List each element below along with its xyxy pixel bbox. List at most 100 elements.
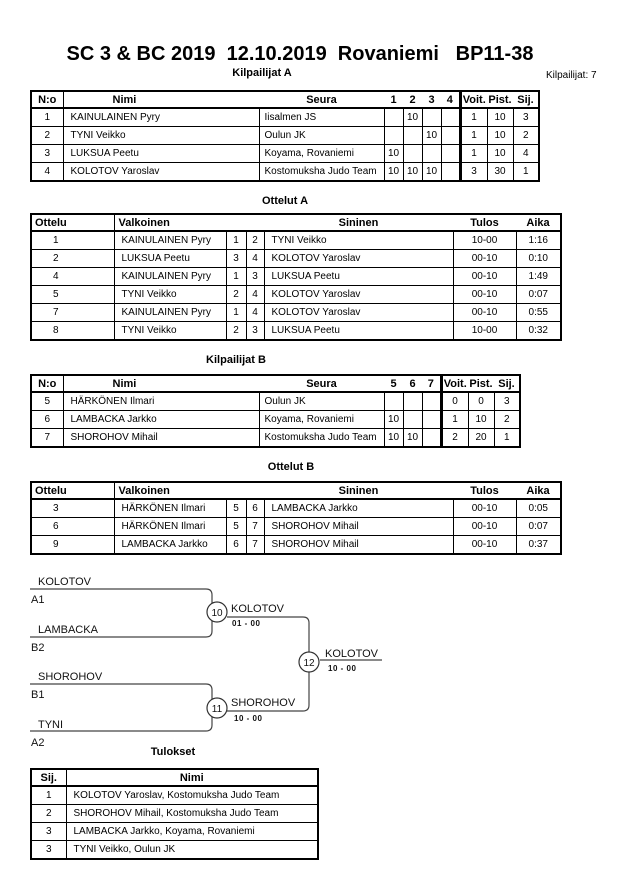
table-row: 4 KOLOTOV Yaroslav Kostomuksha Judo Team…	[30, 162, 540, 182]
cell-name: SHOROHOV Mihail	[62, 428, 260, 448]
cell-white-name: HÄRKÖNEN Ilmari	[113, 498, 227, 518]
cell-score-5: 10	[383, 428, 404, 448]
cell-time: 0:07	[515, 517, 562, 536]
match-12-score: 10 - 00	[328, 664, 356, 673]
match-11-score: 10 - 00	[234, 714, 262, 723]
cell-place: 4	[512, 144, 540, 163]
cell-match-no: 5	[30, 285, 115, 304]
table-header-row: Sij. Nimi	[31, 769, 318, 787]
cell-white-number: 1	[225, 303, 247, 322]
cell-match-no: 3	[30, 498, 115, 518]
col-header-no: N:o	[31, 375, 64, 393]
cell-result: 10-00	[452, 230, 517, 250]
final-results-table: Sij. Nimi 1 KOLOTOV Yaroslav, Kostomuksh…	[30, 768, 319, 860]
cell-time: 0:05	[515, 498, 562, 518]
cell-result: 00-10	[452, 267, 517, 286]
bracket-entrant-bottom-1: LAMBACKA	[38, 624, 99, 636]
col-header-match: Ottelu	[31, 482, 115, 500]
cell-match-no: 7	[30, 303, 115, 322]
cell-club: Iisalmen JS	[258, 107, 385, 127]
cell-name: LAMBACKA Jarkko	[62, 410, 260, 429]
col-header-round-5: 5	[384, 375, 403, 393]
cell-white-number: 2	[225, 285, 247, 304]
cell-time: 0:07	[515, 285, 562, 304]
cell-points: 10	[486, 107, 514, 127]
cell-place: 3	[493, 391, 521, 411]
cell-score-7	[421, 391, 442, 411]
match-10-circle	[206, 601, 228, 623]
table-row: 5 TYNI Veikko 2 4 KOLOTOV Yaroslav 00-10…	[30, 285, 562, 304]
col-header-round-4: 4	[441, 91, 460, 109]
table-row: 3 LAMBACKA Jarkko, Koyama, Rovaniemi	[30, 822, 319, 841]
table-row: 7 KAINULAINEN Pyry 1 4 KOLOTOV Yaroslav …	[30, 303, 562, 322]
cell-name: KOLOTOV Yaroslav	[62, 162, 260, 182]
cell-wins: 1	[458, 144, 488, 163]
cell-score-2: 10	[402, 162, 423, 182]
cell-score-2	[402, 126, 423, 145]
cell-score-4	[440, 144, 461, 163]
table-row: 2 LUKSUA Peetu 3 4 KOLOTOV Yaroslav 00-1…	[30, 249, 562, 268]
cell-white-number: 3	[225, 249, 247, 268]
cell-wins: 1	[458, 126, 488, 145]
cell-score-3: 10	[421, 126, 442, 145]
matches-b-table: Ottelu Valkoinen Sininen Tulos Aika 3 HÄ…	[30, 481, 562, 555]
match-11-circle	[206, 697, 228, 719]
competitors-b-title: Kilpailijat B	[206, 354, 266, 366]
cell-wins: 3	[458, 162, 488, 182]
cell-score-6	[402, 391, 423, 411]
table-row: 4 KAINULAINEN Pyry 1 3 LUKSUA Peetu 00-1…	[30, 267, 562, 286]
cell-white-name: HÄRKÖNEN Ilmari	[113, 517, 227, 536]
cell-points: 10	[486, 126, 514, 145]
col-header-round-7: 7	[422, 375, 441, 393]
col-header-result: Tulos	[453, 482, 516, 500]
cell-blue-number: 7	[245, 535, 265, 555]
cell-blue-number: 7	[245, 517, 265, 536]
cell-match-no: 8	[30, 321, 115, 341]
cell-name: LAMBACKA Jarkko, Koyama, Rovaniemi	[65, 822, 319, 841]
matches-b-title: Ottelut B	[267, 461, 315, 473]
col-header-club: Seura	[259, 91, 384, 109]
cell-score-3: 10	[421, 162, 442, 182]
cell-place: 1	[512, 162, 540, 182]
cell-place: 2	[512, 126, 540, 145]
col-header-points: Pist.	[487, 91, 513, 109]
bracket-entrant-top-2: SHOROHOV	[38, 671, 103, 683]
cell-score-4	[440, 107, 461, 127]
cell-score-5: 10	[383, 410, 404, 429]
cell-score-2	[402, 144, 423, 163]
cell-result: 00-10	[452, 498, 517, 518]
col-header-time: Aika	[516, 482, 561, 500]
results-title: Tulokset	[150, 746, 196, 758]
cell-white-number: 1	[225, 267, 247, 286]
cell-match-no: 2	[30, 249, 115, 268]
cell-no: 2	[30, 126, 64, 145]
match-12-circle	[298, 651, 320, 673]
cell-no: 5	[30, 391, 64, 411]
col-header-round-1: 1	[384, 91, 403, 109]
match-10-score: 01 - 00	[232, 619, 260, 628]
cell-match-no: 6	[30, 517, 115, 536]
cell-no: 3	[30, 144, 64, 163]
cell-blue-number: 2	[245, 230, 265, 250]
col-header-wins: Voit.	[439, 375, 468, 393]
table-row: 3 TYNI Veikko, Oulun JK	[30, 840, 319, 860]
col-header-name: Nimi	[63, 375, 259, 393]
cell-result: 00-10	[452, 249, 517, 268]
cell-club: Kostomuksha Judo Team	[258, 428, 385, 448]
table-row: 2 SHOROHOV Mihail, Kostomuksha Judo Team	[30, 804, 319, 823]
cell-wins: 1	[439, 410, 469, 429]
cell-place: 1	[493, 428, 521, 448]
cell-club: Kostomuksha Judo Team	[258, 162, 385, 182]
col-header-match: Ottelu	[31, 214, 115, 232]
cell-name: KOLOTOV Yaroslav, Kostomuksha Judo Team	[65, 785, 319, 805]
col-header-points: Pist.	[468, 375, 494, 393]
seed-label-b1: B1	[31, 689, 44, 701]
cell-score-1	[383, 126, 404, 145]
cell-points: 20	[467, 428, 495, 448]
cell-white-number: 5	[225, 498, 247, 518]
cell-score-6: 10	[402, 428, 423, 448]
cell-blue-number: 4	[245, 249, 265, 268]
bracket-entrant-top-1: KOLOTOV	[38, 576, 92, 588]
col-header-name: Nimi	[63, 91, 259, 109]
cell-score-5	[383, 391, 404, 411]
